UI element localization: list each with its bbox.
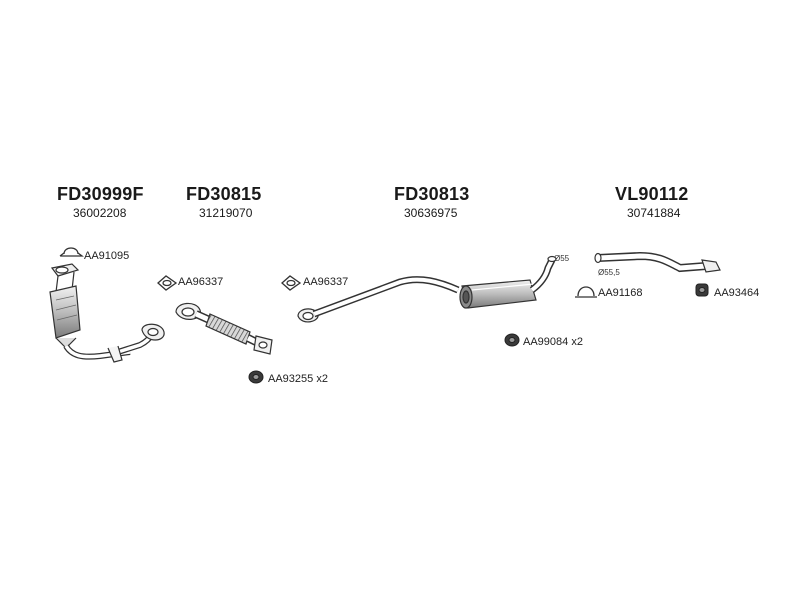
group-code-4: VL90112 (615, 184, 689, 204)
group-ref-4: 30741884 (627, 206, 681, 220)
middle-silencer-icon (297, 255, 557, 323)
flexible-pipe-icon (175, 302, 273, 355)
catalytic-converter-icon (49, 263, 165, 363)
gasket-icon-aa96337-a (157, 275, 178, 291)
label-mount-aa93464: AA93464 (714, 287, 760, 299)
diameter-label-55: Ø55 (554, 254, 570, 263)
gasket-icon-aa96337-b (281, 275, 302, 291)
group-ref-1: 36002208 (73, 206, 127, 220)
label-clamp-aa91095: AA91095 (84, 250, 130, 262)
group-ref-3: 30636975 (404, 206, 458, 220)
label-clamp-aa91168: AA91168 (598, 287, 643, 299)
tail-pipe-icon (594, 251, 721, 273)
group-code-2: FD30815 (186, 184, 262, 204)
group-code-1: FD30999F (57, 184, 144, 204)
group-ref-2: 31219070 (199, 206, 253, 220)
label-mount-aa99084: AA99084 x2 (523, 336, 583, 348)
rubber-mount-icon-aa93464 (695, 283, 709, 297)
label-mount-aa93255: AA93255 x2 (268, 373, 328, 385)
clamp-icon-aa91095 (59, 247, 84, 257)
rubber-mount-icon-aa93255 (248, 370, 264, 384)
label-gasket-aa96337-b: AA96337 (303, 276, 349, 288)
diameter-label-55-5: Ø55,5 (598, 268, 620, 277)
group-code-3: FD30813 (394, 184, 470, 204)
rubber-mount-icon-aa99084 (504, 333, 520, 347)
label-gasket-aa96337-a: AA96337 (178, 276, 224, 288)
clamp-icon-aa91168 (575, 286, 597, 298)
